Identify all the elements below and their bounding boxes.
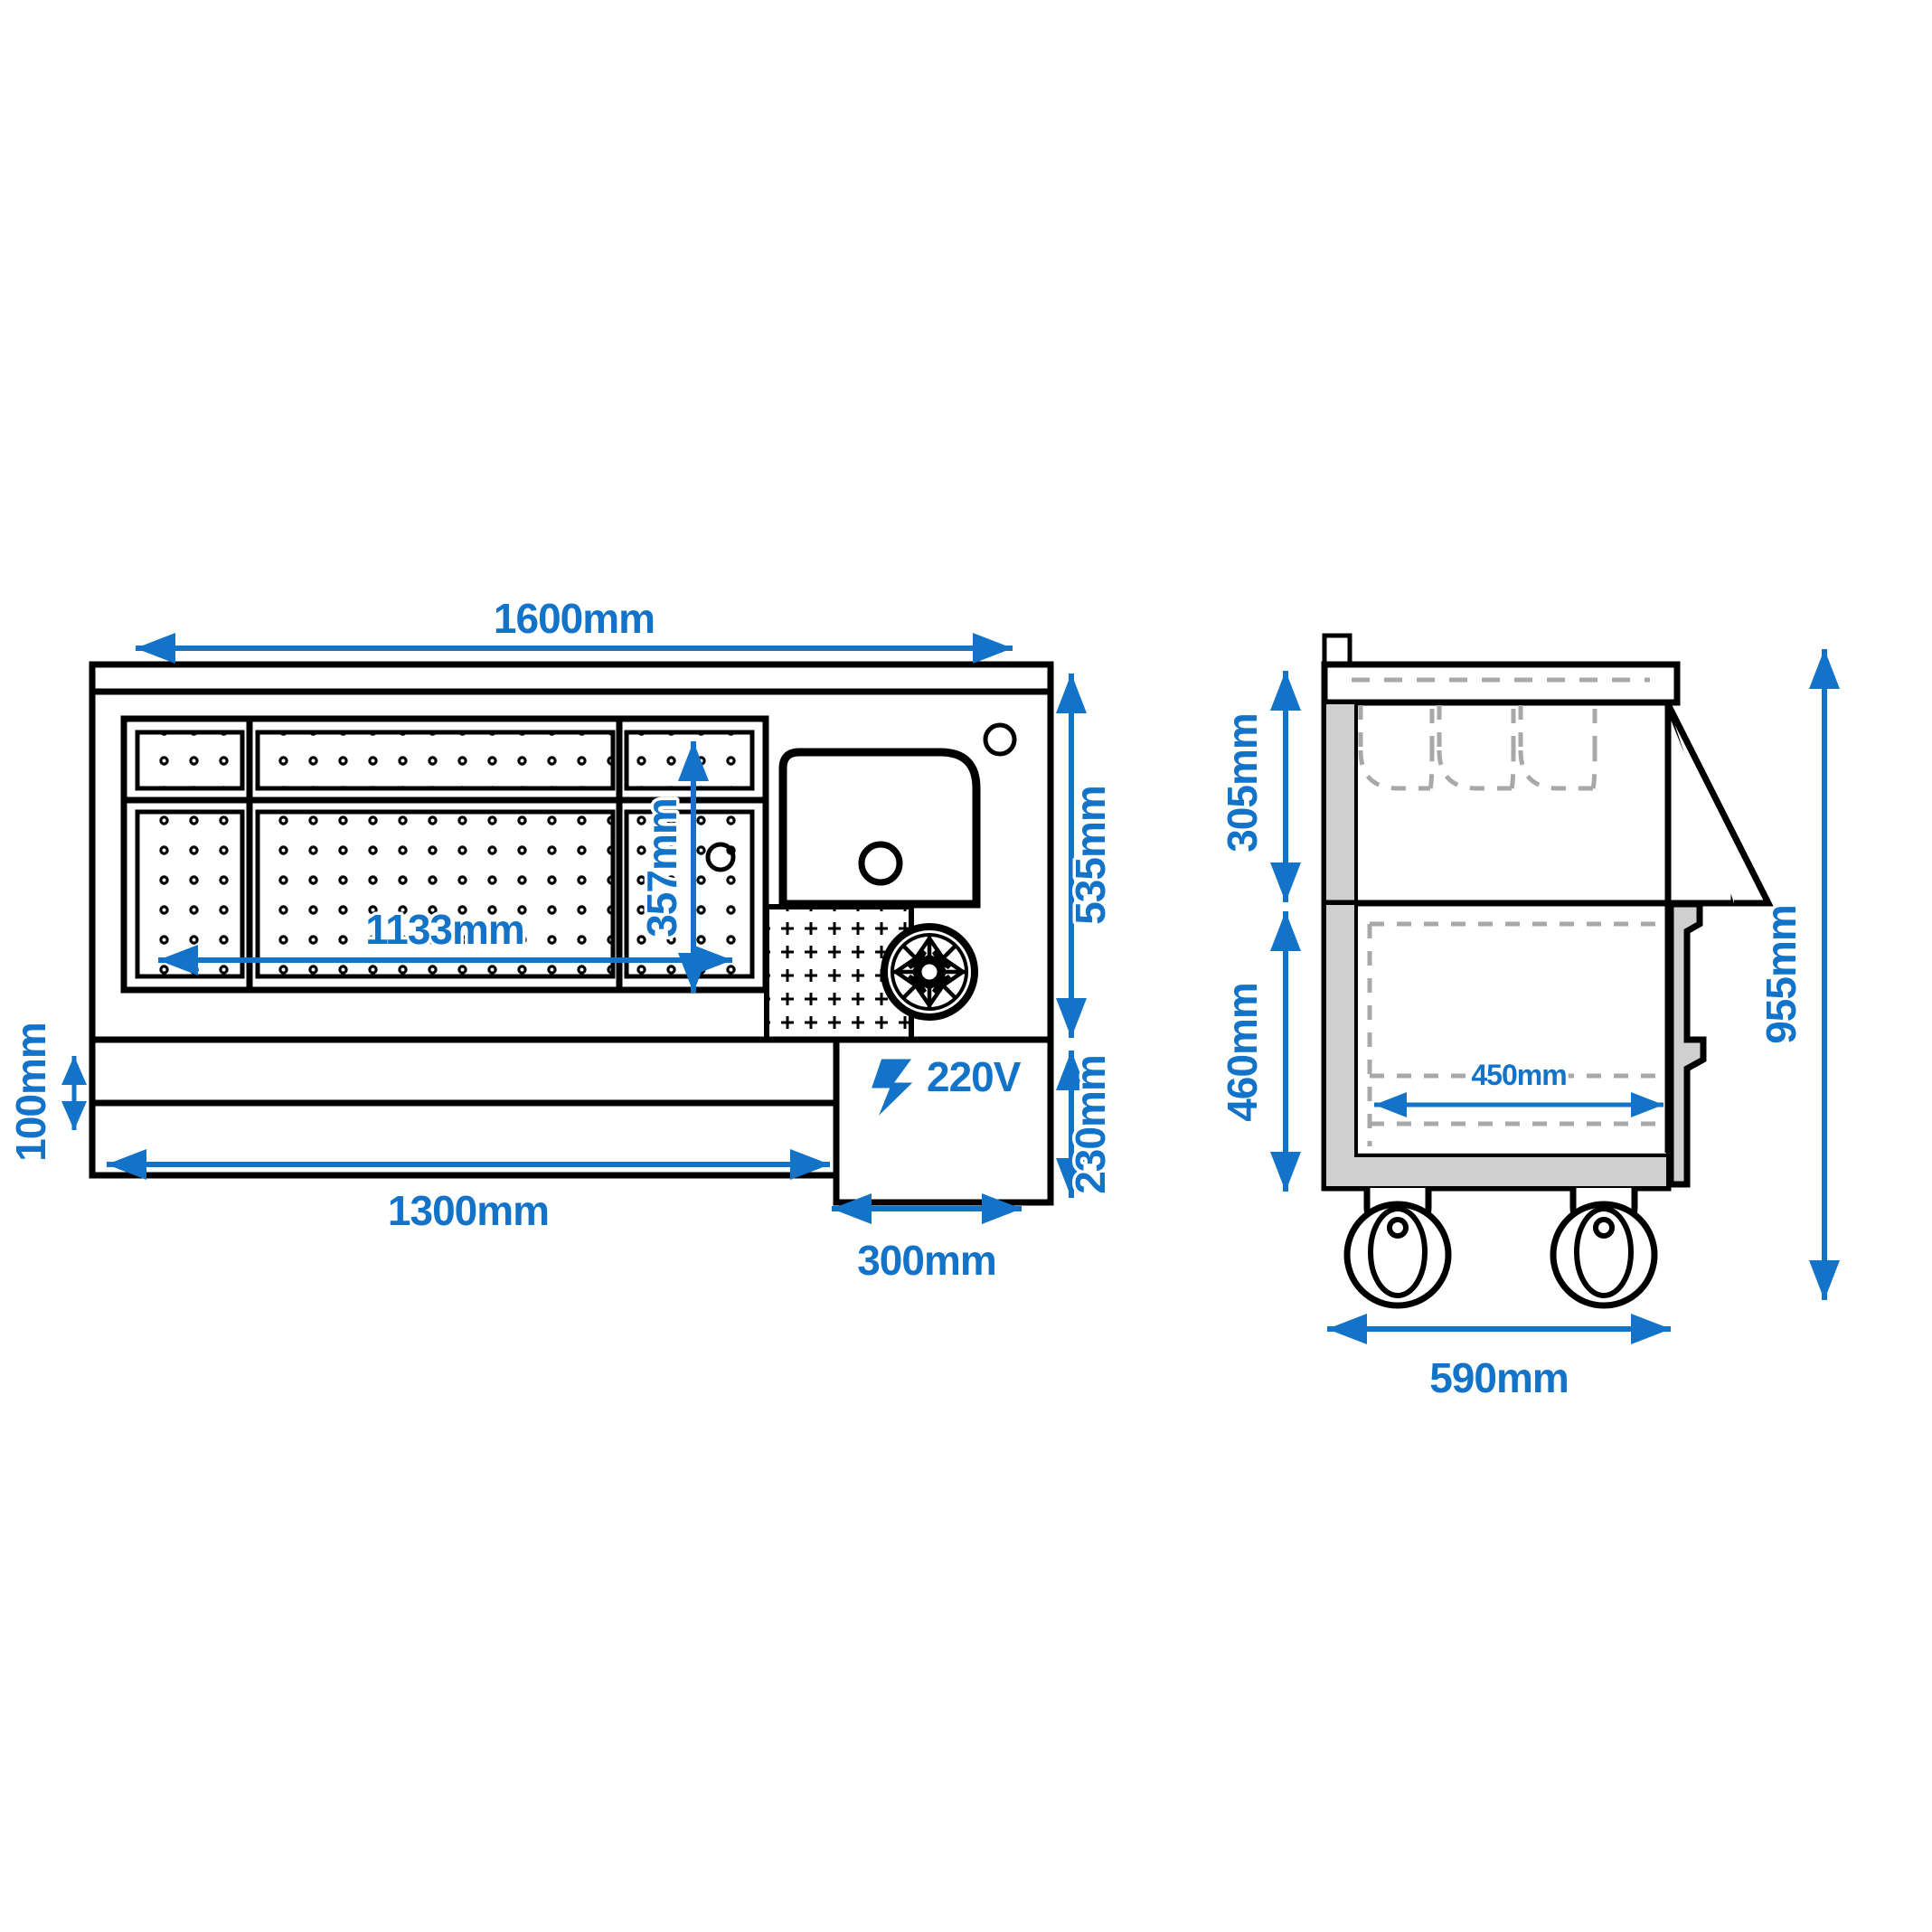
side-elevation-group: 305mm 460mm 450mm 590mm 955m: [1216, 633, 1840, 1405]
dimension-label-230: 230mm: [1067, 1055, 1114, 1194]
pegboard-panel-upper-centre: [255, 730, 616, 791]
dimension-label-460: 460mm: [1219, 983, 1266, 1122]
voltage-label: 220V: [927, 1053, 1022, 1100]
castor-right: [1550, 1188, 1658, 1309]
voltage-badge: 220V: [867, 1051, 1025, 1123]
pegboard-panel-lower-centre: [255, 809, 616, 979]
pegboard-panel-lower-right: [624, 809, 755, 979]
upper-hidden-bins: [1358, 705, 1597, 791]
dimension-pegboard-height: 357mm: [636, 741, 709, 993]
dimension-module-width: 300mm: [832, 1193, 1022, 1287]
right-module-220v: [833, 1036, 1054, 1206]
dimension-base-height: 230mm: [1056, 1051, 1117, 1198]
castor-left: [1343, 1188, 1452, 1309]
sink-bowl: [778, 748, 981, 909]
lightning-bolt-icon: [867, 1056, 919, 1123]
side-upper-carcass: [1321, 699, 1672, 907]
handle-rail-profile: [1667, 900, 1707, 1188]
drawer-handle-rails: [1667, 900, 1707, 1188]
dimension-label-357: 357mm: [638, 798, 685, 938]
side-worktop: [1321, 661, 1681, 706]
dimension-label-305: 305mm: [1219, 713, 1266, 853]
lower-hidden-drawers: [1367, 921, 1666, 1146]
dimension-upper-section-height: 305mm: [1216, 671, 1301, 902]
front-elevation-group: 1600mm 1133mm 357mm 535mm 23: [5, 592, 1117, 1287]
dimension-plinth-height: 100mm: [5, 1020, 87, 1164]
sink-drain-hole: [858, 841, 903, 886]
dimension-label-1600: 1600mm: [494, 595, 655, 642]
fixing-hole-pegboard: [705, 842, 736, 872]
dimension-label-1133: 1133mm: [365, 906, 524, 953]
dimension-label-300: 300mm: [857, 1237, 996, 1284]
dimension-overall-height: 955mm: [1755, 649, 1840, 1300]
dimension-label-450: 450mm: [1471, 1059, 1566, 1091]
dimension-label-1300: 1300mm: [388, 1187, 549, 1234]
angled-support-bracket: [1664, 702, 1774, 907]
dimension-overall-depth: 590mm: [1327, 1314, 1671, 1405]
dimension-label-535: 535mm: [1067, 786, 1114, 925]
dimension-label-590: 590mm: [1429, 1354, 1569, 1401]
corner-fixing-hole: [983, 722, 1017, 757]
dimension-drawer-depth: 450mm: [1374, 1056, 1663, 1117]
valve-handwheel-icon: [881, 923, 978, 1021]
dimension-label-955: 955mm: [1758, 905, 1805, 1044]
dimension-lower-section-height: 460mm: [1216, 911, 1301, 1192]
dimension-label-100: 100mm: [7, 1023, 54, 1162]
dimension-cabinet-width: 1300mm: [107, 1149, 830, 1238]
side-lower-carcass: [1321, 900, 1672, 1192]
pegboard-panel-upper-left: [135, 730, 245, 791]
dimension-cabinet-height: 535mm: [1056, 674, 1117, 1038]
dimension-overall-width: 1600mm: [136, 592, 1013, 664]
dimension-pegboard-width: 1133mm: [158, 903, 732, 975]
pegboard-panel-lower-left: [135, 809, 245, 979]
